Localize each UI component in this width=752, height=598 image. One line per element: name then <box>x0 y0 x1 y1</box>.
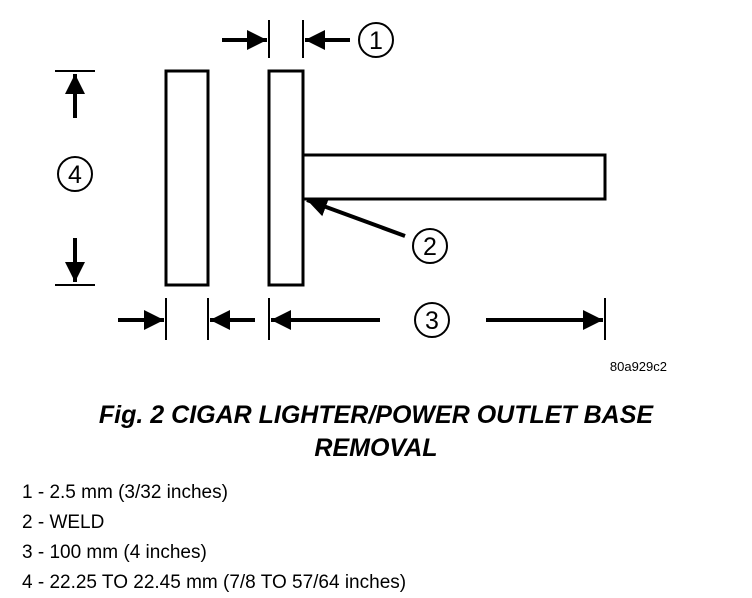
dimension-1: 1 <box>222 20 394 58</box>
caption-line-1: Fig. 2 CIGAR LIGHTER/POWER OUTLET BASE <box>98 401 654 429</box>
callout-2-circle <box>412 228 448 264</box>
legend: 1 - 2.5 mm (3/32 inches) 2 - WELD 3 - 10… <box>22 478 406 598</box>
horizontal-bar <box>301 153 607 201</box>
weld-callout: 2 <box>306 197 448 264</box>
callout-4-circle <box>57 156 93 192</box>
right-plate <box>267 69 305 287</box>
dimension-3: 3 <box>268 298 606 340</box>
figure-id: 80a929c2 <box>610 359 667 374</box>
callout-3-circle <box>414 302 450 338</box>
legend-item-1: 1 - 2.5 mm (3/32 inches) <box>22 482 228 503</box>
legend-item-2: 2 - WELD <box>22 512 105 533</box>
dimension-4: 4 <box>55 70 95 286</box>
callout-3-label: 3 <box>425 307 439 335</box>
left-plate-thickness <box>118 298 255 340</box>
callout-2-label: 2 <box>423 233 437 261</box>
caption-line-2: REMOVAL <box>314 434 438 462</box>
weld-diagram: 1 4 2 3 80a929c2 <box>55 20 667 374</box>
left-plate <box>164 69 210 287</box>
callout-4-label: 4 <box>68 161 82 189</box>
callout-1-circle <box>358 22 394 58</box>
legend-item-3: 3 - 100 mm (4 inches) <box>22 542 207 563</box>
legend-item-4: 4 - 22.25 TO 22.45 mm (7/8 TO 57/64 inch… <box>22 572 407 593</box>
callout-1-label: 1 <box>369 27 383 55</box>
